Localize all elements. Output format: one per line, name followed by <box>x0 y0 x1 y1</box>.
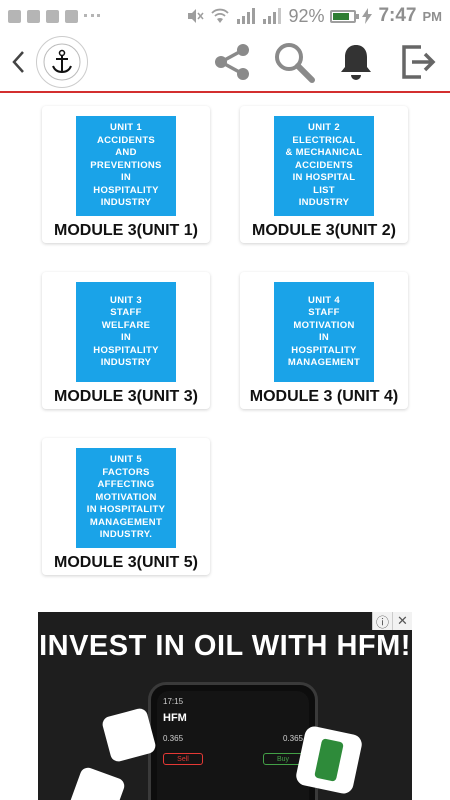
back-arrow-icon <box>12 51 24 73</box>
battery-percent: 92% <box>288 5 325 26</box>
battery-icon <box>330 9 360 23</box>
ad-controls: ⓘ ✕ <box>372 612 412 630</box>
ad-decorative-cube <box>67 765 127 800</box>
logout-icon <box>402 45 436 79</box>
logout-button[interactable] <box>396 40 440 84</box>
module-thumbnail: UNIT 4 STAFF MOTIVATION IN HOSPITALITY M… <box>274 282 374 382</box>
ad-buy-label: Buy <box>263 753 303 765</box>
thumbnail-text: UNIT 4 STAFF MOTIVATION IN HOSPITALITY M… <box>287 294 361 369</box>
ad-phone-buttons: Sell Buy <box>163 753 303 765</box>
clock-time: 7:47 <box>378 5 417 26</box>
anchor-logo-icon <box>43 43 81 81</box>
ad-decorative-cube <box>294 724 364 796</box>
app-actions <box>210 40 450 84</box>
module-thumbnail: UNIT 2 ELECTRICAL & MECHANICAL ACCIDENTS… <box>274 116 374 216</box>
ad-phone-brand: HFM <box>163 712 187 724</box>
app-bar <box>0 32 450 92</box>
module-card-unit-5[interactable]: UNIT 5 FACTORS AFFECTING MOTIVATION IN H… <box>42 438 210 575</box>
notification-icon <box>8 9 21 23</box>
image-icon <box>65 9 78 23</box>
notification-icons <box>8 9 100 23</box>
app-logo <box>36 36 88 88</box>
clock-ampm: PM <box>422 8 443 24</box>
module-title: MODULE 3(UNIT 3) <box>54 388 198 405</box>
module-title: MODULE 3(UNIT 1) <box>54 222 198 239</box>
thumbnail-text: UNIT 2 ELECTRICAL & MECHANICAL ACCIDENTS… <box>285 122 363 209</box>
ad-phone-time: 17:15 <box>163 697 184 706</box>
status-right: 92% 7:47 PM <box>186 5 442 27</box>
ad-banner[interactable]: INVEST IN OIL WITH HFM! ⓘ ✕ 17:15 HFM 0.… <box>38 612 412 800</box>
module-card-unit-4[interactable]: UNIT 4 STAFF MOTIVATION IN HOSPITALITY M… <box>240 272 408 409</box>
app-bar-divider <box>0 91 450 93</box>
ad-info-icon[interactable]: ⓘ <box>372 612 392 630</box>
back-button[interactable] <box>2 32 34 92</box>
thumbnail-text: UNIT 3 STAFF WELFARE IN HOSPITALITY INDU… <box>93 294 159 369</box>
search-button[interactable] <box>272 40 316 84</box>
ad-price-left: 0.365 <box>163 734 184 743</box>
thumbnail-text: UNIT 5 FACTORS AFFECTING MOTIVATION IN H… <box>86 454 166 541</box>
module-thumbnail: UNIT 1 ACCIDENTS AND PREVENTIONS IN HOSP… <box>76 116 176 216</box>
thumbnail-text: UNIT 1 ACCIDENTS AND PREVENTIONS IN HOSP… <box>90 122 162 209</box>
more-dots-icon <box>84 14 100 18</box>
module-title: MODULE 3 (UNIT 4) <box>249 388 399 405</box>
module-card-unit-1[interactable]: UNIT 1 ACCIDENTS AND PREVENTIONS IN HOSP… <box>42 106 210 243</box>
module-card-unit-2[interactable]: UNIT 2 ELECTRICAL & MECHANICAL ACCIDENTS… <box>240 106 408 243</box>
charging-icon <box>362 8 373 24</box>
share-icon <box>215 44 249 80</box>
lock-icon <box>46 9 59 23</box>
ad-phone-image: 17:15 HFM 0.365 0.365 Sell Buy <box>148 682 318 800</box>
mute-icon <box>188 9 205 23</box>
bell-icon <box>341 45 371 80</box>
notifications-button[interactable] <box>334 40 378 84</box>
share-button[interactable] <box>210 40 254 84</box>
image-icon <box>27 9 40 23</box>
signal-icon-2 <box>263 8 282 24</box>
wifi-icon <box>211 8 230 23</box>
ad-close-icon[interactable]: ✕ <box>392 612 412 630</box>
signal-icon <box>237 8 256 24</box>
module-card-unit-3[interactable]: UNIT 3 STAFF WELFARE IN HOSPITALITY INDU… <box>42 272 210 409</box>
ad-sell-label: Sell <box>163 753 203 765</box>
ad-price-right: 0.365 <box>282 734 303 743</box>
search-icon <box>275 43 315 83</box>
module-title: MODULE 3(UNIT 5) <box>54 554 198 571</box>
ad-headline: INVEST IN OIL WITH HFM! <box>39 630 411 662</box>
ad-phone-screen: 17:15 HFM 0.365 0.365 Sell Buy <box>157 691 309 800</box>
ad-phone-prices: 0.365 0.365 <box>163 734 303 743</box>
module-thumbnail: UNIT 5 FACTORS AFFECTING MOTIVATION IN H… <box>76 448 176 548</box>
module-title: MODULE 3(UNIT 2) <box>252 222 396 239</box>
status-bar: 92% 7:47 PM <box>0 0 450 32</box>
module-thumbnail: UNIT 3 STAFF WELFARE IN HOSPITALITY INDU… <box>76 282 176 382</box>
